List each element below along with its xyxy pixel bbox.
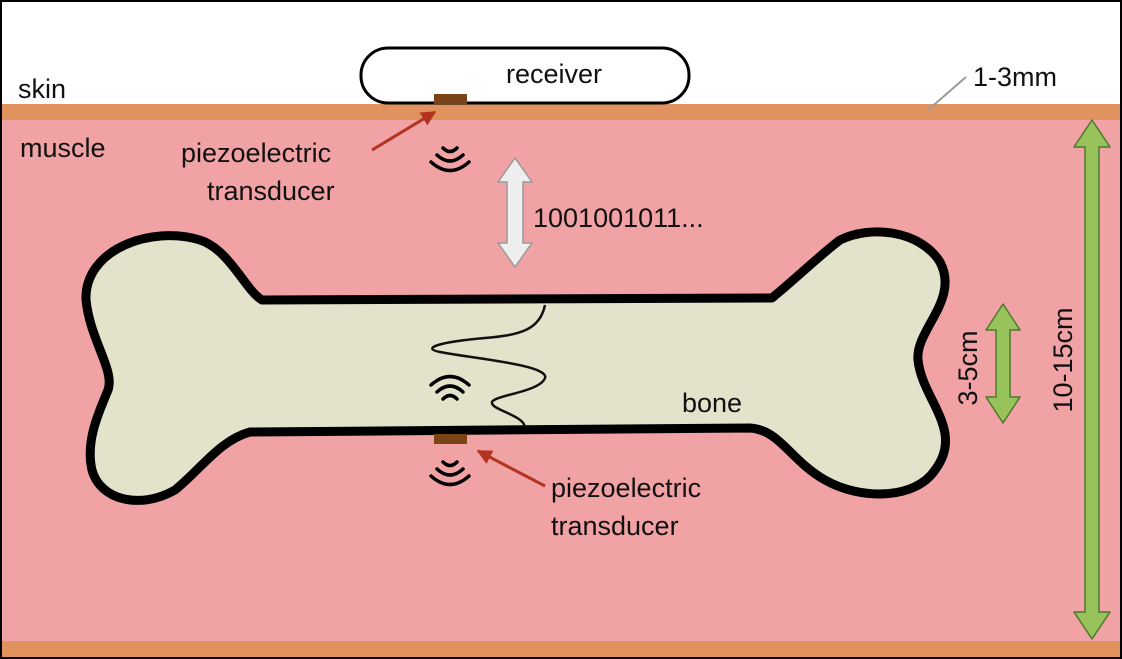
top-transducer: [434, 94, 467, 104]
bone-label: bone: [682, 388, 742, 418]
bone-width-arrow: [985, 303, 1021, 424]
bone: [81, 227, 951, 505]
receiver-device: [359, 46, 691, 105]
tissue-depth-label: 10-15cm: [1048, 307, 1078, 412]
transducer-bottom-label-line2: transducer: [551, 511, 679, 541]
muscle-label: muscle: [20, 133, 106, 163]
pointer-arrow-bottom: [476, 449, 546, 488]
sound-wave-icon: [429, 374, 471, 401]
pointer-arrow-top: [371, 110, 437, 152]
implant-wire: [431, 304, 547, 429]
skin-thickness-label: 1-3mm: [973, 62, 1057, 92]
skin-label: skin: [18, 74, 66, 104]
sound-wave-icon: [429, 146, 471, 173]
binary-data-label: 1001001011...: [533, 203, 704, 233]
tissue-depth-arrow: [1073, 119, 1111, 640]
bone-width-label: 3-5cm: [953, 330, 983, 405]
sound-wave-icon: [429, 460, 471, 487]
bottom-transducer: [434, 434, 467, 444]
skin-layer: [0, 104, 1122, 120]
bottom-skin-layer: [0, 641, 1122, 659]
receiver-label: receiver: [506, 59, 602, 89]
transducer-top-label-line2: transducer: [207, 176, 335, 206]
transducer-top-label-line1: piezoelectric: [181, 138, 331, 168]
skin-thickness-leader: [927, 76, 967, 111]
data-link-arrow: [497, 157, 533, 268]
transducer-bottom-label-line1: piezoelectric: [551, 473, 701, 503]
